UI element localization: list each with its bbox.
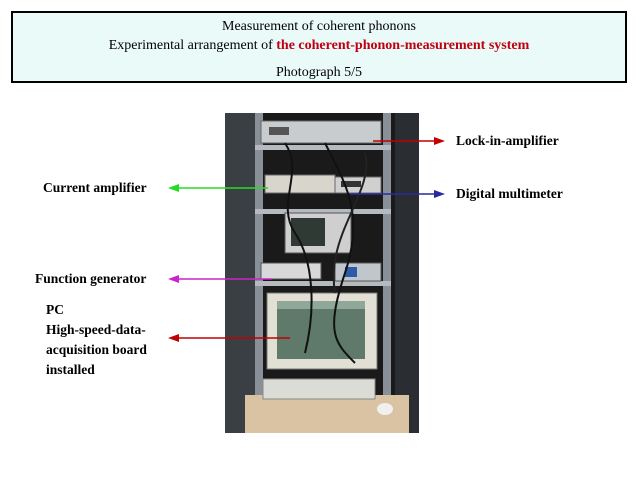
pc-screen bbox=[277, 301, 365, 359]
multimeter-arrow-head bbox=[434, 190, 445, 198]
title-line-2-prefix: Experimental arrangement of bbox=[108, 38, 277, 53]
shelf bbox=[255, 145, 391, 150]
label-current-amplifier: Current amplifier bbox=[43, 180, 147, 195]
title-line-2: Experimental arrangement of the coherent… bbox=[13, 36, 625, 55]
shelf bbox=[255, 209, 391, 214]
rack-post-left bbox=[255, 113, 263, 413]
lockin-arrow-head bbox=[434, 137, 445, 145]
equipment-rack-photo bbox=[225, 113, 419, 433]
lockin-amplifier-device bbox=[260, 120, 382, 144]
label-digital-multimeter: Digital multimeter bbox=[456, 186, 563, 201]
cable bbox=[324, 142, 356, 364]
photograph-caption: Photograph 5/5 bbox=[276, 65, 362, 80]
label-lockin-amplifier: Lock-in-amplifier bbox=[456, 133, 559, 148]
right-wall bbox=[395, 113, 419, 433]
pc-screen-header bbox=[277, 301, 365, 309]
left-wall bbox=[225, 113, 255, 433]
cable bbox=[284, 142, 313, 354]
lockin-display bbox=[269, 127, 289, 135]
pc-label-line: acquisition board bbox=[46, 342, 147, 357]
pc-arrow-head bbox=[168, 334, 179, 342]
cable bbox=[332, 152, 368, 294]
pc-label-line: PC bbox=[46, 302, 64, 317]
function-generator-device bbox=[260, 262, 322, 280]
pc-label-line: High-speed-data- bbox=[46, 322, 146, 337]
shelf bbox=[255, 281, 391, 286]
title-line-2-highlight: the coherent-phonon-measurement system bbox=[276, 38, 530, 53]
blue-component bbox=[345, 267, 357, 277]
pc-label-line: installed bbox=[46, 362, 95, 377]
label-pc: PC High-speed-data- acquisition board in… bbox=[46, 300, 147, 380]
function-gen-arrow-head bbox=[168, 275, 179, 283]
equipment-rack-illustration bbox=[225, 113, 419, 433]
title-line-1: Measurement of coherent phonons bbox=[222, 19, 416, 34]
keyboard bbox=[262, 378, 376, 400]
oscilloscope-screen bbox=[291, 218, 325, 246]
label-function-generator: Function generator bbox=[35, 271, 147, 286]
multimeter-display bbox=[341, 181, 361, 187]
title-box: Measurement of coherent phonons Experime… bbox=[11, 11, 627, 83]
current-amp-arrow-head bbox=[168, 184, 179, 192]
mouse bbox=[377, 403, 393, 415]
rack-post-right bbox=[383, 113, 391, 413]
